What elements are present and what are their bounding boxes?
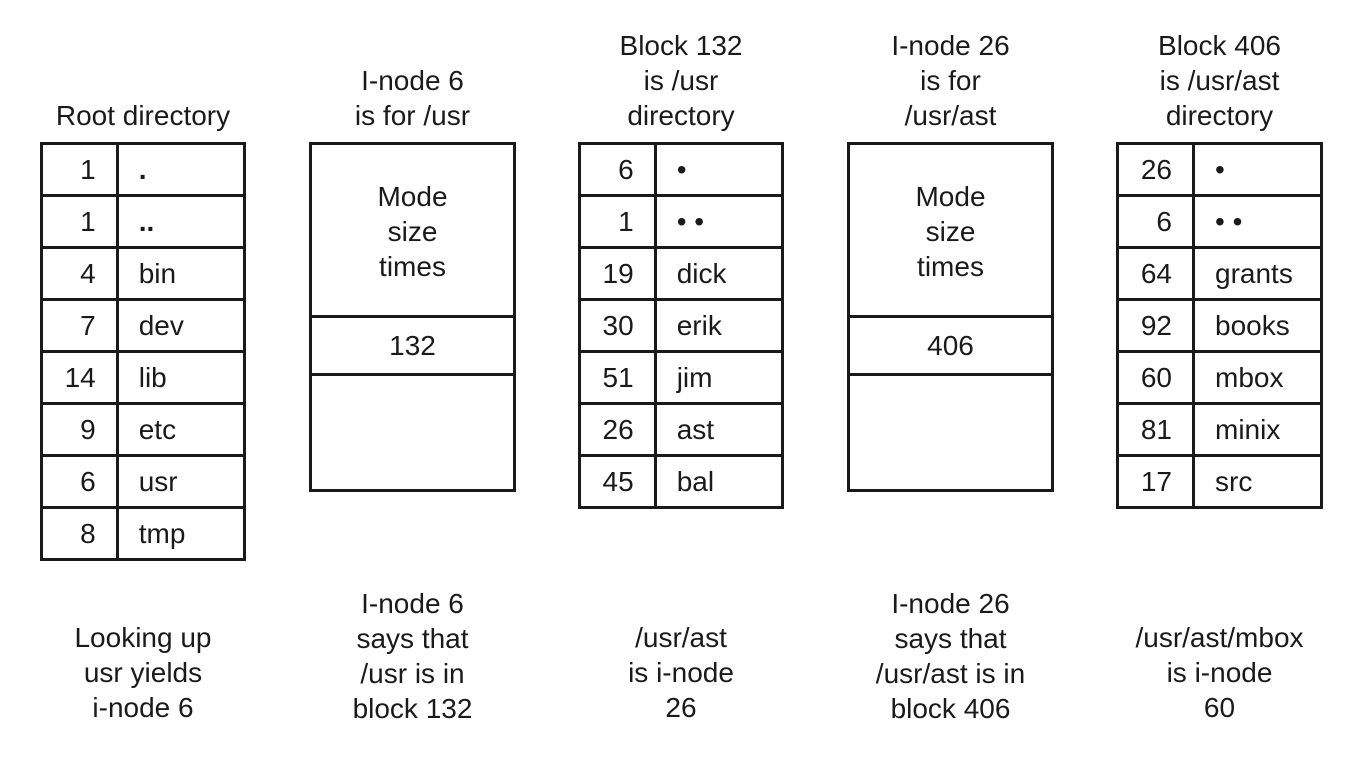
inode-number: 8 (40, 506, 119, 561)
inode-number: 64 (1116, 246, 1195, 301)
inode-number: 19 (578, 246, 657, 301)
inode-26-heading: I-node 26 is for /usr/ast (891, 30, 1010, 131)
table-row: 1• • (578, 194, 785, 249)
table-row: 1. (40, 142, 247, 197)
inode-26-caption: I-node 26 says that /usr/ast is in block… (875, 588, 1026, 724)
inode-6-box: Mode size times 132 (309, 142, 516, 492)
entry-name: lib (115, 350, 247, 405)
entry-name: tmp (115, 506, 247, 561)
inode-number: 1 (40, 194, 119, 249)
inode-26-box: Mode size times 406 (847, 142, 1054, 492)
root-directory-heading: Root directory (55, 100, 231, 131)
entry-name: . (115, 142, 247, 197)
entry-name: books (1192, 298, 1323, 353)
table-row: 26• (1116, 142, 1323, 197)
inode-number: 17 (1116, 454, 1195, 509)
entry-name: erik (653, 298, 785, 353)
entry-name: bin (115, 246, 247, 301)
block-406-heading: Block 406 is /usr/ast directory (1158, 30, 1281, 131)
inode-number: 26 (578, 402, 657, 457)
inode-number: 7 (40, 298, 119, 353)
table-row: 6• • (1116, 194, 1323, 249)
entry-name: bal (653, 454, 785, 509)
inode-number: 92 (1116, 298, 1195, 353)
inode-6-heading: I-node 6 is for /usr (354, 65, 471, 131)
block-132-heading: Block 132 is /usr directory (619, 30, 743, 131)
inode-number: 81 (1116, 402, 1195, 457)
entry-name: • • (653, 194, 785, 249)
table-row: 6• (578, 142, 785, 197)
inode-number: 6 (40, 454, 119, 509)
entry-name: • (653, 142, 785, 197)
inode-empty-slot (312, 376, 513, 488)
entry-name: • • (1192, 194, 1323, 249)
table-row: 1.. (40, 194, 247, 249)
entry-name: dev (115, 298, 247, 353)
inode-number: 1 (578, 194, 657, 249)
inode-empty-slot (850, 376, 1051, 488)
inode-6-caption: I-node 6 says that /usr is in block 132 (352, 588, 473, 724)
inode-number: 9 (40, 402, 119, 457)
entry-name: etc (115, 402, 247, 457)
entry-name: minix (1192, 402, 1323, 457)
inode-number: 51 (578, 350, 657, 405)
entry-name: src (1192, 454, 1323, 509)
inode-number: 4 (40, 246, 119, 301)
inode-number: 6 (578, 142, 657, 197)
inode-number: 26 (1116, 142, 1195, 197)
inode-number: 30 (578, 298, 657, 353)
entry-name: usr (115, 454, 247, 509)
inode-attributes: Mode size times (850, 145, 1051, 318)
inode-number: 6 (1116, 194, 1195, 249)
entry-name: • (1192, 142, 1323, 197)
inode-number: 1 (40, 142, 119, 197)
inode-block-address: 132 (312, 318, 513, 376)
entry-name: .. (115, 194, 247, 249)
entry-name: mbox (1192, 350, 1323, 405)
entry-name: jim (653, 350, 785, 405)
root-directory-caption: Looking up usr yields i-node 6 (74, 622, 212, 723)
inode-number: 14 (40, 350, 119, 405)
inode-block-address: 406 (850, 318, 1051, 376)
block-132-caption: /usr/ast is i-node 26 (628, 622, 734, 723)
entry-name: dick (653, 246, 785, 301)
entry-name: ast (653, 402, 785, 457)
inode-number: 60 (1116, 350, 1195, 405)
inode-number: 45 (578, 454, 657, 509)
block-406-caption: /usr/ast/mbox is i-node 60 (1135, 622, 1304, 723)
inode-attributes: Mode size times (312, 145, 513, 318)
entry-name: grants (1192, 246, 1323, 301)
